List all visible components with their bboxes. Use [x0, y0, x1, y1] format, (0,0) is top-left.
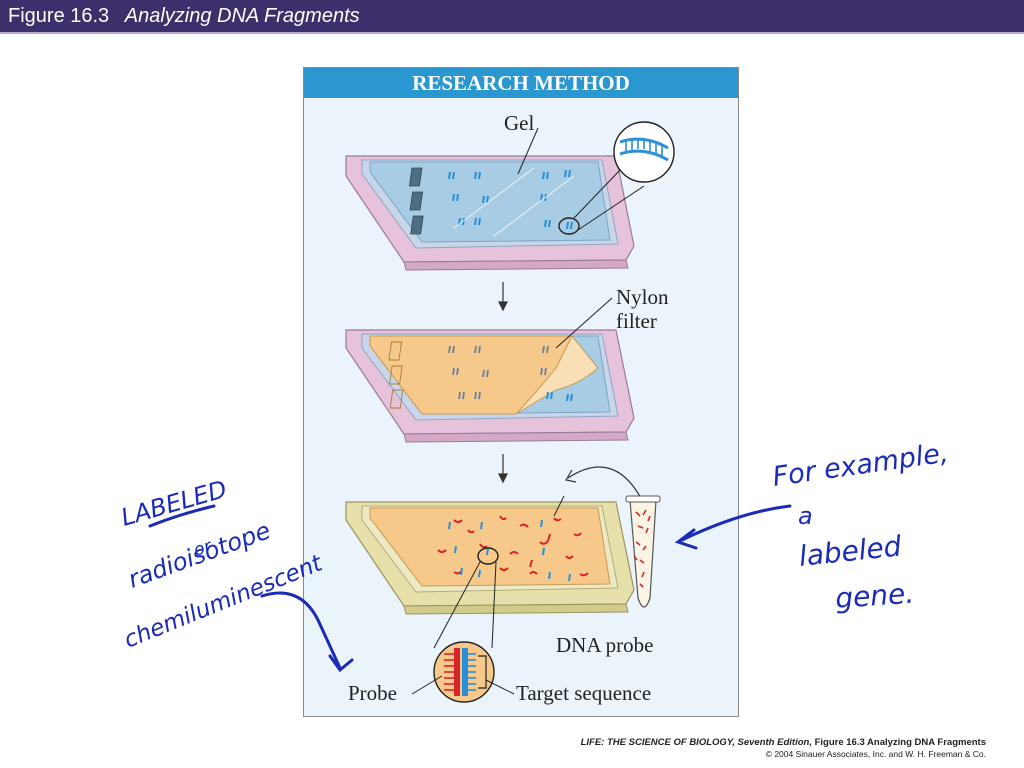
- title-bar: Figure 16.3 Analyzing DNA Fragments: [0, 0, 1024, 34]
- gel-dna-bands: [448, 169, 573, 230]
- credit-figure-ref: Figure 16.3 Analyzing DNA Fragments: [811, 737, 986, 748]
- gel-label: Gel: [504, 111, 534, 135]
- nylon-filter-label-line1: Nylon: [616, 285, 669, 309]
- probe-target-zoom: [411, 641, 515, 703]
- credit-copyright: © 2004 Sinauer Associates, Inc. and W. H…: [765, 749, 986, 759]
- handwriting-a: a: [798, 502, 813, 530]
- gel-tray: Gel: [345, 111, 675, 271]
- handwriting-or: or: [191, 536, 215, 561]
- handwriting-for-example: For example,: [771, 438, 951, 493]
- figure-title: Analyzing DNA Fragments: [124, 5, 360, 27]
- figure-caption: Figure 16.3 Analyzing DNA Fragments: [8, 5, 360, 28]
- gel-band-highlight: [558, 217, 580, 235]
- handwriting-labeled-gene: labeled: [797, 529, 903, 573]
- figure-number: Figure 16.3: [8, 5, 110, 27]
- gel-wells: [408, 167, 424, 235]
- nylon-filter-tray: Nylon filter: [345, 285, 669, 443]
- southern-blot-diagram: Gel: [345, 111, 675, 705]
- source-credit: LIFE: THE SCIENCE OF BIOLOGY, Seventh Ed…: [581, 737, 986, 759]
- underline-mark: [148, 504, 216, 528]
- target-sequence-label: Target sequence: [516, 681, 651, 705]
- down-arrow: [498, 282, 508, 312]
- dna-probe-test-tube: [625, 495, 661, 608]
- credit-book: LIFE: THE SCIENCE OF BIOLOGY, Seventh Ed…: [580, 737, 812, 748]
- ink-arrowhead-probe: [328, 654, 354, 673]
- probe-label: Probe: [348, 681, 397, 705]
- down-arrow: [498, 454, 508, 484]
- probe-fragments: [437, 515, 589, 577]
- handwriting-labeled: LABELED: [118, 475, 230, 532]
- panel-heading: RESEARCH METHOD: [304, 68, 738, 98]
- research-method-panel: RESEARCH METHOD: [303, 67, 739, 717]
- ink-arrow-to-tube: [680, 504, 792, 542]
- handwriting-gene: gene.: [834, 577, 915, 615]
- probe-add-arrow: [565, 466, 643, 501]
- nylon-filter-label-line2: filter: [616, 309, 657, 333]
- hybridization-tray: [345, 495, 635, 649]
- ink-arrowhead-tube: [674, 528, 698, 550]
- ink-arrow-to-probe: [260, 591, 342, 670]
- hybridized-band-highlight: [477, 547, 499, 565]
- credit-book-line: LIFE: THE SCIENCE OF BIOLOGY, Seventh Ed…: [581, 737, 986, 748]
- dna-probe-label: DNA probe: [556, 633, 653, 657]
